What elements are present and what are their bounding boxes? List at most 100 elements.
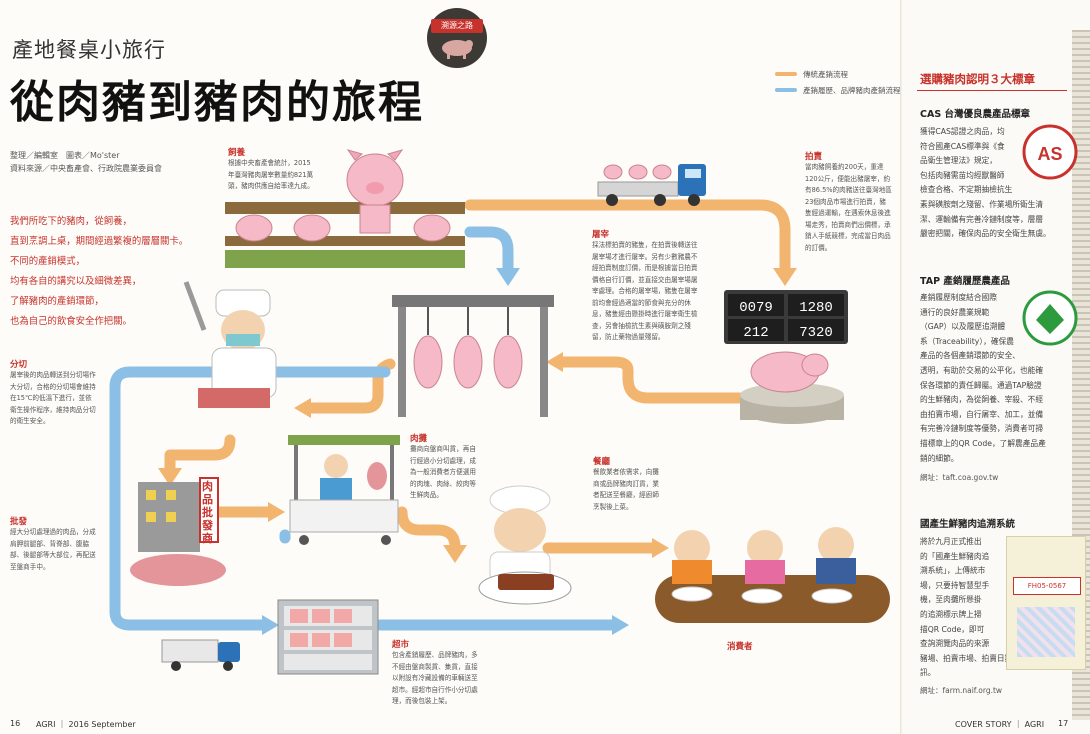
consumer-face [674, 530, 710, 566]
stall-wheel [299, 535, 309, 545]
shop-sign [199, 477, 219, 543]
text-line: 烹製後上菜。 [593, 502, 633, 511]
pig [603, 164, 623, 180]
trace-text: 將於九月正式推出 的「國產生鮮豬肉追 溯系統」，上傳統市 場，只要持智慧型手 機… [920, 535, 1070, 681]
text-line: 產銷履歷制度結合國際 [920, 293, 997, 302]
text-line: 嚴密把關，確保肉品的安全衛生無虞。 [920, 229, 1051, 239]
step-wholesale: 批發 經大分切處理過的肉品，分成 肩胛前腿部、背脊部、腹脇 部、後腿部等大部位，… [10, 515, 125, 573]
step-butcher: 肉攤 攤商向盤商叫貨，再自 行經過小分切處理，成 為一般消費者方便選用 的肉塊、… [410, 432, 498, 502]
meat-pack [312, 633, 330, 647]
sidebar-heading: 選購豬肉認明３大標章 [920, 72, 1035, 86]
consumer-face [747, 530, 783, 566]
text-line: 120公斤，便能出豬屠宰，約 [805, 174, 891, 183]
text-line: 息，豬隻經由懸掛時進行屠宰衛生檢 [592, 310, 698, 318]
pig [628, 164, 648, 180]
step-text: 當肉豬飼養約200天，重達 120公斤，便能出豬屠宰，約 有86.5%的肉豬送往… [805, 162, 897, 254]
truck-window [685, 169, 701, 178]
text-line: 有完善冷鏈制度等優勢，消費者可掃 [920, 424, 1044, 434]
trace-card: FH05-0567 [1006, 536, 1086, 670]
wholesale-sign-text: 肉品批發商 [202, 480, 213, 545]
text-line: 的「國產生鮮豬肉追 [920, 551, 990, 561]
consumers-illustration [655, 527, 890, 623]
topic-badge [427, 8, 487, 68]
text-line: 檢查合格、不定期抽檢抗生 [920, 185, 1013, 195]
market-stall-illustration [288, 435, 400, 545]
text-line: 大分切，合格的分切場會維持 [10, 382, 96, 391]
text-line: 超市。經超市自行作小分切處 [392, 685, 478, 694]
legend-label: 傳統產銷流程 [803, 70, 848, 79]
auction-board-illustration: 0079 1280 212 7320 [724, 290, 848, 424]
step-text: 攤商向盤商叫貨，再自 行經過小分切處理，成 為一般消費者方便選用 的肉塊、肉絲、… [410, 444, 498, 502]
vendor-face [324, 454, 348, 478]
text-line: 銷的細節。 [920, 453, 959, 463]
pig [346, 153, 404, 207]
step-text: 包含產銷履歷、品牌豬肉，多 不經由盤商製貨、集貨，直接 以附設有冷藏設備的車輛送… [392, 650, 502, 708]
step-title: 餐廳 [593, 457, 611, 467]
text-line: 通行的良好農業規範 [920, 307, 990, 317]
text-line: 攤商向盤商叫貨，再自 [410, 445, 476, 453]
meat-pile [130, 554, 226, 586]
step-title: 肉攤 [410, 434, 428, 444]
text-line: 行經過小分切處理，成 [410, 456, 476, 465]
intro-text: 我們所吃下的豬肉，從飼養， 直到烹調上桌，期間經過繁複的層層關卡。 不同的產銷模… [10, 212, 210, 332]
fence-rail [225, 236, 465, 246]
step-text: 屠宰後的肉品轉送到分切場作 大分切，合格的分切場會維持 在15℃的低溫下進行，並… [10, 370, 118, 428]
pig [652, 164, 672, 180]
vendor-shirt [320, 478, 352, 500]
meat-block [198, 388, 270, 408]
text-line: 部、後腿部等大部位，再配送 [10, 551, 96, 559]
truck-wheel [688, 194, 700, 206]
footer-left-text: AGRI ｜ 2016 September [36, 720, 136, 729]
qr-code-icon [1017, 607, 1075, 657]
pig-snout [366, 182, 384, 194]
text-line: （GAP）以及履歷追溯體 [920, 322, 1006, 332]
tap-title: TAP 產銷履歷農產品 [920, 276, 1010, 287]
text-line: 豬場、拍賣市場、拍賣日期等溯源資 [920, 653, 1044, 663]
legend-swatch-traditional [775, 72, 797, 76]
step-text: 餐飲業者依需求，向攤 商或品牌豬肉訂貨，業 者配送至餐廳，經廚師 烹製後上菜。 [593, 467, 679, 513]
credit-line: 整理／編輯室 圖表／Mo'ster [10, 151, 120, 160]
tap-url: 網址：taft.coa.gov.tw [920, 472, 998, 483]
supermarket-illustration [161, 599, 379, 675]
page-gutter [900, 0, 902, 734]
wholesale-shop-illustration [130, 477, 226, 586]
window [146, 512, 156, 522]
truck-wheel [171, 661, 181, 671]
footer-left-number: 16 [10, 719, 21, 728]
cas-logo-icon: AS [1022, 124, 1078, 180]
url-link[interactable]: farm.naif.org.tw [942, 686, 1003, 695]
grass [225, 250, 465, 268]
text-line: 機，至肉攤所懸掛 [920, 595, 982, 605]
text-line: 產品的各個產銷環節的安全、 [920, 351, 1020, 361]
face-mask [226, 334, 260, 346]
arrowhead [612, 615, 629, 635]
url-label: 網址： [920, 473, 943, 482]
text-line: 理，而後包裝上架。 [392, 697, 452, 705]
text-line: 系（Traceability），確保農 [920, 336, 1014, 346]
plate [671, 586, 713, 602]
ribs [498, 574, 554, 590]
plate [811, 588, 853, 604]
arrowhead [158, 468, 182, 486]
step-supermarket: 超市 包含產銷履歷、品牌豬肉，多 不經由盤商製貨、集貨，直接 以附設有冷藏設備的… [392, 638, 502, 708]
step-title: 批發 [10, 517, 28, 527]
text-line: 符合國產CAS標準與《食 [920, 141, 1005, 151]
rack-post [398, 307, 406, 417]
text-line: 的追溯標示牌上掃 [920, 609, 982, 619]
footer-right-number: 17 [1058, 719, 1069, 728]
source-line: 資料來源／中央畜產會、行政院農業委員會 [10, 164, 162, 173]
flow-to-auction [464, 199, 791, 274]
flow-to-slaughter-direct [464, 226, 514, 274]
text-line: 溯系統」，上傳統市 [920, 566, 986, 576]
text-line: 前均會經過適當的節食與充分的休 [592, 298, 691, 307]
intro-line: 了解豬肉的產銷環節， [10, 296, 104, 307]
text-line: 年臺灣豬肉屠宰數量約821萬 [228, 170, 314, 179]
stall-counter [289, 499, 399, 533]
text-line: 有86.5%的肉豬送往臺灣地區 [805, 186, 892, 194]
flow-butcher-to-restaurant [396, 506, 461, 553]
arrowhead [652, 538, 669, 558]
text-line: 保各環節的責任歸屬。通過TAP驗證 [920, 380, 1042, 390]
truck-wheel [654, 194, 666, 206]
pig [413, 214, 451, 242]
url-link[interactable]: taft.coa.gov.tw [942, 473, 999, 482]
